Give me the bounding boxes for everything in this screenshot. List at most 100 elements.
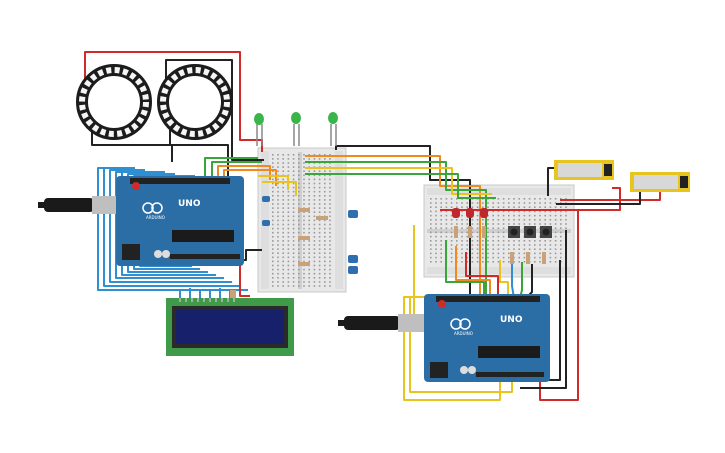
breadboard-hole <box>435 231 437 234</box>
breadboard-hole <box>450 240 453 242</box>
green-led[interactable] <box>328 112 338 146</box>
breadboard-hole <box>272 240 274 242</box>
breadboard-hole <box>440 223 442 225</box>
breadboard-hole <box>292 207 295 209</box>
breadboard-hole <box>329 190 331 193</box>
breadboard-hole <box>497 210 500 213</box>
breadboard-hole <box>461 219 463 221</box>
breadboard-hole <box>313 260 316 263</box>
breadboard-hole <box>308 211 310 213</box>
breadboard-hole <box>466 223 468 225</box>
breadboard-hole <box>298 272 300 275</box>
breadboard-hole <box>471 235 474 238</box>
breadboard-hole <box>292 170 295 172</box>
breadboard-hole <box>287 277 290 279</box>
lcd-16x2[interactable] <box>166 298 294 356</box>
breadboard-hole <box>471 219 474 221</box>
breadboard-hole <box>313 170 316 172</box>
breadboard-hole <box>430 223 432 225</box>
breadboard-hole <box>549 248 552 250</box>
breadboard-hole <box>471 206 474 208</box>
breadboard-hole <box>534 248 536 250</box>
breadboard-hole <box>308 252 310 254</box>
breadboard-hole <box>539 198 541 200</box>
breadboard-hole <box>445 223 448 225</box>
potentiometer <box>348 210 358 218</box>
breadboard-hole <box>539 202 541 204</box>
breadboard-hole <box>298 162 300 164</box>
green-led[interactable] <box>254 113 264 146</box>
breadboard-hole <box>518 252 520 255</box>
red-leds[interactable] <box>452 208 488 218</box>
breadboard-hole <box>518 214 520 217</box>
breadboard-hole <box>292 219 295 222</box>
breadboard-hole <box>318 236 321 238</box>
breadboard-hole <box>518 206 520 208</box>
breadboard-hole <box>329 231 331 234</box>
breadboard-hole <box>430 214 432 217</box>
breadboard-hole <box>523 240 526 242</box>
breadboard-hole <box>292 252 295 254</box>
green-led[interactable] <box>291 112 301 146</box>
breadboard-hole <box>287 272 290 275</box>
breadboard-hole <box>277 207 279 209</box>
breadboard-hole <box>518 219 520 221</box>
breadboard-hole <box>430 206 432 208</box>
breadboard-hole <box>430 261 432 263</box>
breadboard-hole <box>303 223 305 226</box>
breadboard-hole <box>554 252 557 255</box>
breadboard-hole <box>308 260 310 263</box>
arduino-uno-left[interactable]: UNO ARDUINO <box>38 176 244 266</box>
breadboard-left-holes <box>272 154 331 287</box>
breadboard-hole <box>476 256 479 259</box>
resistor <box>316 216 328 220</box>
breadboard-hole <box>523 252 526 255</box>
breadboard-hole <box>329 281 331 283</box>
breadboard-hole <box>324 174 326 177</box>
breadboard-hole <box>518 240 520 242</box>
breadboard-hole <box>282 264 284 267</box>
breadboard-hole <box>445 235 448 238</box>
breadboard-hole <box>303 166 305 168</box>
breadboard-hole <box>554 244 557 246</box>
neopixel-ring-right[interactable] <box>157 64 233 140</box>
breadboard-hole <box>534 214 536 217</box>
breadboard-hole <box>497 223 500 225</box>
breadboard-hole <box>329 215 331 218</box>
breadboard-hole <box>549 240 552 242</box>
breadboard-hole <box>508 252 510 255</box>
breadboard-hole <box>523 214 526 217</box>
breadboard-hole <box>492 261 494 263</box>
breadboard-hole <box>456 223 458 225</box>
push-buttons[interactable] <box>508 226 552 238</box>
breadboard-hole <box>277 281 279 283</box>
breadboard-hole <box>476 248 479 250</box>
display-module-1[interactable] <box>554 160 614 180</box>
breadboard-hole <box>298 211 300 213</box>
breadboard-hole <box>492 248 494 250</box>
breadboard-hole <box>313 248 316 250</box>
breadboard-hole <box>272 244 274 246</box>
arduino-left-model: UNO <box>178 199 201 209</box>
neopixel-ring-left[interactable] <box>76 64 152 140</box>
breadboard-hole <box>456 198 458 200</box>
display-module-2[interactable] <box>630 172 690 192</box>
breadboard-hole <box>502 240 505 242</box>
breadboard-hole <box>318 219 321 222</box>
breadboard-hole <box>471 252 474 255</box>
breadboard-hole <box>318 207 321 209</box>
breadboard-hole <box>303 260 305 263</box>
breadboard-hole <box>308 186 310 189</box>
breadboard-hole <box>430 219 432 221</box>
breadboard-hole <box>272 199 274 201</box>
breadboard-hole <box>298 182 300 185</box>
green-leds[interactable] <box>254 112 338 146</box>
breadboard-hole <box>440 256 442 259</box>
breadboard-hole <box>549 223 552 225</box>
breadboard-hole <box>303 219 305 222</box>
breadboard-hole <box>450 219 453 221</box>
breadboard-hole <box>513 223 515 225</box>
arduino-uno-right[interactable]: UNO ARDUINO <box>338 294 550 382</box>
breadboard-hole <box>549 210 552 213</box>
breadboard-hole <box>544 219 546 221</box>
